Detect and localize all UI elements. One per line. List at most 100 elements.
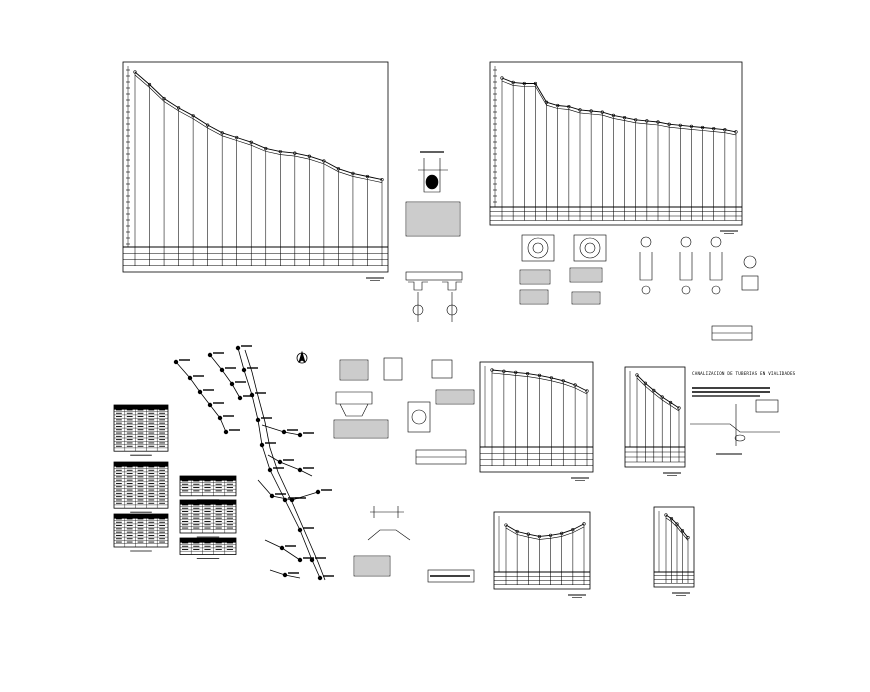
trench-detail (408, 281, 428, 291)
plan-manhole (282, 497, 288, 503)
plan-manhole (281, 429, 287, 435)
profile-small-right (624, 366, 686, 476)
profile-frame (479, 361, 594, 473)
plan-manhole (297, 527, 303, 533)
plan-pipe (175, 361, 227, 433)
notes-table (333, 419, 389, 439)
plan-manhole (267, 467, 273, 473)
data-tables (113, 404, 237, 559)
table-pipes-3-header (180, 538, 236, 543)
plan-manhole (217, 415, 223, 421)
drop-manhole-plan (680, 236, 692, 248)
plan-manhole (259, 442, 265, 448)
valve-detail (411, 409, 427, 425)
profile-frame (653, 506, 695, 588)
plan-manhole (309, 557, 315, 563)
trench-detail (442, 281, 462, 291)
plan-manhole (187, 375, 193, 381)
manhole-plan (532, 242, 544, 254)
drop-manhole-plan (710, 236, 722, 248)
plan-manhole (219, 367, 225, 373)
table-stations-1-header (114, 405, 168, 410)
plan-pipe (257, 479, 319, 501)
valve-box-plan (339, 359, 369, 381)
profile-pipe-line (636, 377, 680, 412)
table-stations-3-header (114, 514, 168, 519)
valve-box-section (431, 359, 453, 379)
manhole-elevation (571, 291, 601, 305)
profile-frame (122, 61, 389, 273)
connection-detail (741, 275, 759, 291)
anchor-block (435, 389, 475, 405)
thrust-block (335, 391, 373, 405)
manhole-plan (579, 237, 601, 259)
profile-frame (489, 61, 743, 226)
drop-manhole-section (679, 252, 693, 281)
profile-large-left (122, 61, 389, 281)
plan-manhole (297, 467, 303, 473)
manhole-plan (527, 237, 549, 259)
valve-box-section (383, 357, 403, 381)
plan-manhole (282, 572, 288, 578)
manhole-plan (584, 242, 596, 254)
manhole-table (405, 201, 461, 237)
profile-pipe-line (134, 74, 383, 183)
profile-terrain-line (491, 369, 588, 392)
pipeline-plan-view (173, 345, 334, 581)
profile-bottom-narrow (653, 506, 695, 596)
manhole-plan (573, 234, 607, 262)
plan-manhole (297, 557, 303, 563)
table-stations-2-header (114, 462, 168, 467)
connection-detail (743, 255, 757, 269)
profile-terrain-line (134, 71, 383, 181)
profile-pipe-line (491, 372, 588, 395)
plan-pipe (209, 354, 241, 399)
north-arrow-icon (298, 350, 306, 363)
drop-manhole-section (709, 252, 723, 281)
profile-mid-center (479, 361, 594, 481)
road-cross-section (690, 423, 780, 433)
manhole-plan (521, 234, 555, 262)
manhole-section (425, 174, 439, 190)
manhole-elevation (569, 267, 603, 283)
plan-manhole (235, 345, 241, 351)
plan-manhole (207, 402, 213, 408)
valve-detail (407, 401, 431, 433)
plan-manhole (277, 459, 283, 465)
plan-manhole (289, 497, 295, 503)
plan-pipe (237, 347, 321, 579)
manhole-elevation (519, 289, 549, 305)
plan-manhole (297, 432, 303, 438)
profile-terrain-line (636, 374, 680, 409)
plan-manhole (207, 352, 213, 358)
note-legend-box (755, 399, 779, 413)
plan-manhole (315, 489, 321, 495)
plan-pipe (244, 349, 326, 581)
profile-terrain-line (665, 514, 689, 538)
note-title: CANALIZACION DE TUBERIAS EN VIALIDADES (692, 371, 796, 376)
drop-manhole-base (681, 285, 691, 295)
plan-manhole (279, 545, 285, 551)
drop-manhole-base (711, 285, 721, 295)
plan-manhole (255, 417, 261, 423)
plan-manhole (269, 493, 275, 499)
detail-title-block (405, 271, 463, 281)
manhole-section (423, 158, 441, 193)
thrust-block (339, 403, 369, 417)
profile-frame (624, 366, 686, 468)
manhole-elevation (519, 269, 551, 285)
profile-terrain-line (501, 77, 737, 133)
plan-manhole (237, 395, 243, 401)
scale-bar-box (427, 569, 475, 583)
drop-manhole-base (641, 285, 651, 295)
plan-manhole (229, 381, 235, 387)
plan-manhole (317, 575, 323, 581)
drop-manhole-plan (640, 236, 652, 248)
pipe-under-road (734, 434, 746, 442)
table-pipes-2-header (180, 500, 236, 505)
plan-manhole (241, 367, 247, 373)
profile-bottom-valley (493, 511, 591, 598)
drop-manhole-section (639, 252, 653, 281)
